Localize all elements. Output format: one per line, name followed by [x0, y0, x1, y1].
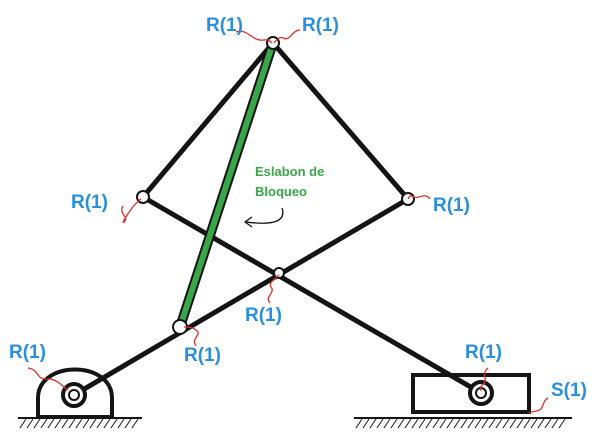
- fixed-pivot-joint-inner: [68, 389, 80, 401]
- lock-label-arrow: [245, 207, 284, 224]
- ground-hatch-line: [131, 418, 139, 429]
- ground-hatch-line: [425, 418, 433, 429]
- link-left-to-slider: [140, 194, 484, 396]
- ground-hatch-line: [68, 418, 76, 429]
- leader-lower-link-joint: [183, 326, 199, 347]
- ground-hatch-line: [509, 418, 517, 429]
- label-fixed-pivot: R(1): [9, 342, 46, 363]
- label-top-left: R(1): [206, 15, 243, 36]
- ground-hatch-line: [495, 418, 503, 429]
- ground-hatch-line: [124, 418, 132, 429]
- ground-hatch-line: [376, 418, 384, 429]
- ground-hatch-line: [558, 418, 566, 429]
- ground-hatch-line: [474, 418, 482, 429]
- ground-hatch-line: [96, 418, 104, 429]
- ground-hatch-line: [390, 418, 398, 429]
- leader-right-joint: [407, 195, 431, 200]
- leader-top-left: [235, 30, 273, 44]
- lock-label-line1: Eslabon de: [255, 164, 324, 179]
- leader-fixed-pivot: [27, 367, 69, 391]
- ground-hatch-line: [26, 418, 34, 429]
- ground-hatch-line: [467, 418, 475, 429]
- leader-slider-pivot: [480, 367, 489, 392]
- label-left-joint: R(1): [71, 192, 108, 213]
- leader-slider-contact: [528, 397, 549, 414]
- ground-left: [18, 417, 142, 429]
- ground-hatch-line: [544, 418, 552, 429]
- label-top-right: R(1): [302, 15, 339, 36]
- ground-hatch-line: [551, 418, 559, 429]
- leader-left-joint: [121, 198, 142, 224]
- ground-hatch-line: [460, 418, 468, 429]
- ground-hatch-line: [89, 418, 97, 429]
- ground-hatch-line: [103, 418, 111, 429]
- ground-hatch-line: [530, 418, 538, 429]
- ground-hatch-line: [355, 418, 363, 429]
- ground-hatch-line: [54, 418, 62, 429]
- ground-hatch-line: [502, 418, 510, 429]
- label-lower-link-joint: R(1): [184, 345, 221, 366]
- ground-right: [354, 417, 572, 429]
- label-slider-pivot: R(1): [465, 342, 502, 363]
- ground-hatch-line: [523, 418, 531, 429]
- ground-hatch-line: [75, 418, 83, 429]
- ground-hatch-line: [404, 418, 412, 429]
- ground-hatch-line: [432, 418, 440, 429]
- ground-hatch-line: [369, 418, 377, 429]
- link-pivot-to-right: [71, 196, 411, 398]
- ground-hatch-line: [40, 418, 48, 429]
- ground-hatch-line: [446, 418, 454, 429]
- link-top-left: [140, 40, 276, 200]
- lock-label-arrowhead: [243, 216, 253, 228]
- lock-link: [177, 40, 276, 330]
- leader-top-right: [273, 29, 301, 44]
- ground-hatch-line: [411, 418, 419, 429]
- ground-hatch-line: [397, 418, 405, 429]
- ground-hatch-line: [33, 418, 41, 429]
- ground-hatch-line: [488, 418, 496, 429]
- ground-hatch-line: [516, 418, 524, 429]
- link-top-right: [270, 40, 411, 202]
- ground-hatch-line: [453, 418, 461, 429]
- ground-hatch-line: [362, 418, 370, 429]
- label-right-joint: R(1): [433, 195, 470, 216]
- ground-hatch-line: [47, 418, 55, 429]
- ground-hatch-line: [117, 418, 125, 429]
- ground-hatch-line: [418, 418, 426, 429]
- ground-hatch-line: [82, 418, 90, 429]
- ground-hatch-line: [110, 418, 118, 429]
- label-slider-contact: S(1): [551, 380, 587, 401]
- ground-hatch-line: [19, 418, 27, 429]
- leader-center-joint: [267, 274, 280, 304]
- ground-hatch-line: [439, 418, 447, 429]
- lock-label-line2: Bloqueo: [255, 184, 307, 199]
- ground-hatch-line: [383, 418, 391, 429]
- ground-hatch-line: [537, 418, 545, 429]
- ground-hatch-line: [481, 418, 489, 429]
- joint-center: [273, 267, 285, 279]
- ground-hatch-line: [61, 418, 69, 429]
- label-center-joint: R(1): [245, 305, 282, 326]
